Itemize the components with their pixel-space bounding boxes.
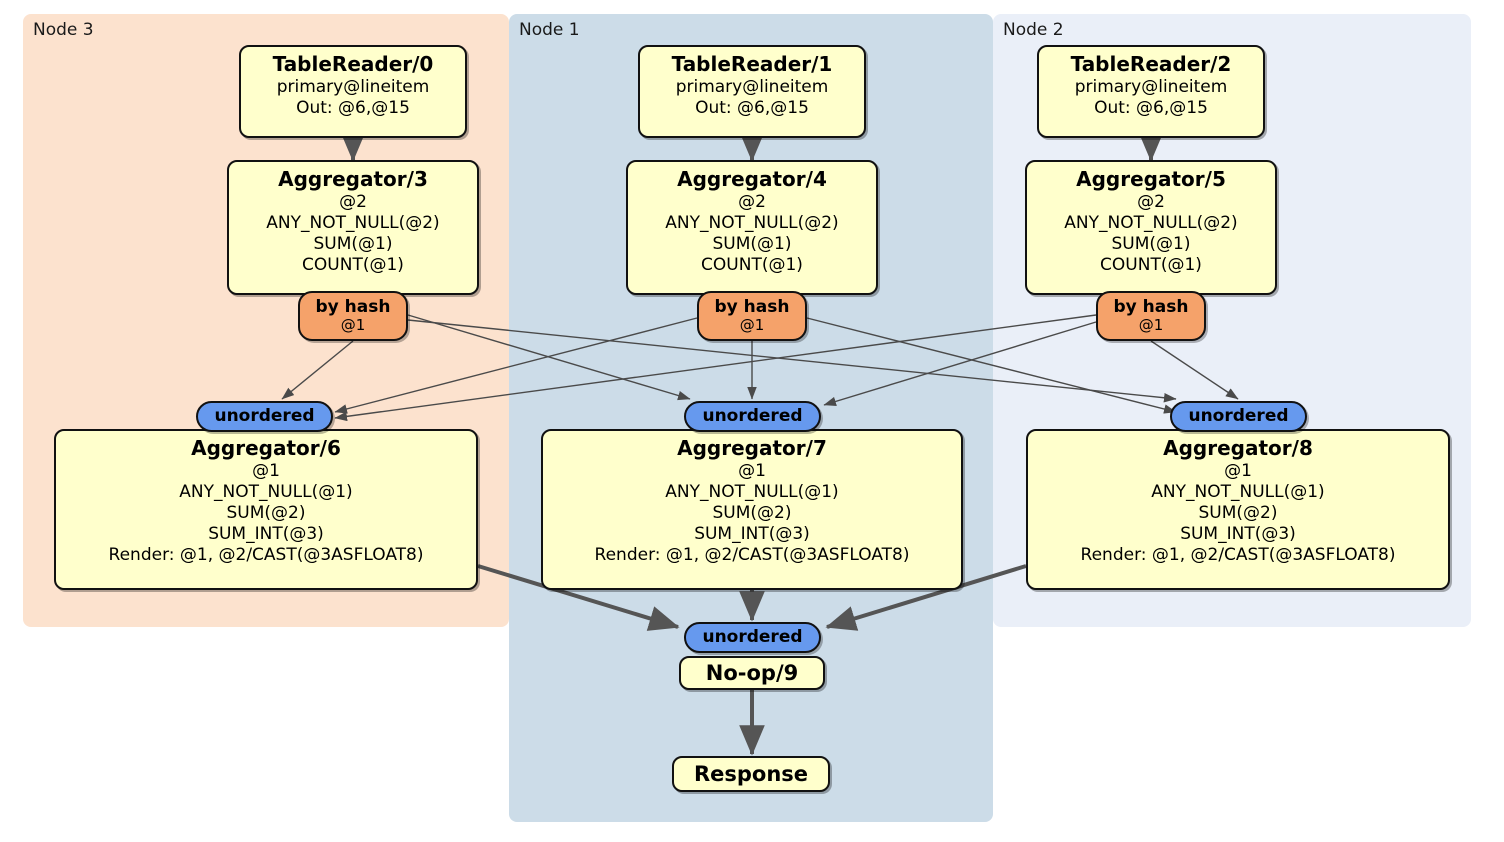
- processor-box-response[interactable]: Response: [672, 756, 830, 792]
- processor-detail-line: SUM(@1): [1111, 234, 1191, 254]
- stream-badge-unord7[interactable]: unordered: [684, 401, 821, 432]
- badge-label: unordered: [702, 406, 803, 426]
- processor-detail-line: SUM_INT(@3): [1180, 524, 1296, 544]
- stream-badge-unord6[interactable]: unordered: [196, 401, 333, 432]
- processor-detail-line: @1: [252, 461, 280, 481]
- badge-label: unordered: [1188, 406, 1289, 426]
- processor-title: Aggregator/8: [1163, 436, 1313, 460]
- node-label-node1: Node 1: [519, 20, 580, 40]
- processor-box-noop9[interactable]: No-op/9: [679, 656, 825, 690]
- processor-detail-line: primary@lineitem: [276, 77, 430, 97]
- processor-detail-line: SUM_INT(@3): [208, 524, 324, 544]
- processor-title: Aggregator/7: [677, 436, 827, 460]
- processor-detail-line: Render: @1, @2/CAST(@3ASFLOAT8): [1080, 545, 1396, 565]
- processor-detail-line: primary@lineitem: [675, 77, 829, 97]
- processor-detail-line: ANY_NOT_NULL(@1): [1151, 482, 1325, 502]
- stream-badge-unord9[interactable]: unordered: [684, 622, 821, 653]
- processor-detail-line: ANY_NOT_NULL(@2): [665, 213, 839, 233]
- processor-detail-line: @2: [738, 192, 766, 212]
- processor-detail-line: SUM(@2): [226, 503, 306, 523]
- processor-detail-line: ANY_NOT_NULL(@1): [665, 482, 839, 502]
- processor-detail-line: Out: @6,@15: [296, 98, 410, 118]
- processor-detail-line: SUM(@2): [1198, 503, 1278, 523]
- processor-detail-line: primary@lineitem: [1074, 77, 1228, 97]
- badge-label: by hash: [714, 297, 790, 317]
- processor-detail-line: SUM_INT(@3): [694, 524, 810, 544]
- node-label-node3: Node 3: [33, 20, 94, 40]
- badge-sublabel: @1: [1138, 316, 1164, 334]
- processor-detail-line: Out: @6,@15: [695, 98, 809, 118]
- processor-detail-line: SUM(@2): [712, 503, 792, 523]
- processor-title: TableReader/0: [272, 52, 434, 76]
- processor-detail-line: @2: [339, 192, 367, 212]
- processor-detail-line: ANY_NOT_NULL(@2): [1064, 213, 1238, 233]
- badge-label: by hash: [1113, 297, 1189, 317]
- processor-detail-line: SUM(@1): [712, 234, 792, 254]
- node-label-node2: Node 2: [1003, 20, 1064, 40]
- processor-title: TableReader/1: [671, 52, 833, 76]
- processor-detail-line: @1: [1224, 461, 1252, 481]
- processor-detail-line: COUNT(@1): [302, 255, 404, 275]
- badge-label: unordered: [214, 406, 315, 426]
- badge-sublabel: @1: [340, 316, 366, 334]
- processor-title: Aggregator/6: [191, 436, 341, 460]
- processor-detail-line: SUM(@1): [313, 234, 393, 254]
- processor-detail-line: COUNT(@1): [1100, 255, 1202, 275]
- processor-title: Aggregator/3: [278, 167, 428, 191]
- stream-badge-hash5[interactable]: by hash@1: [1096, 291, 1206, 341]
- processor-title: Aggregator/4: [677, 167, 827, 191]
- badge-sublabel: @1: [739, 316, 765, 334]
- badge-label: unordered: [702, 627, 803, 647]
- processor-title: No-op/9: [705, 661, 799, 685]
- processor-detail-line: ANY_NOT_NULL(@1): [179, 482, 353, 502]
- badge-label: by hash: [315, 297, 391, 317]
- stream-badge-hash3[interactable]: by hash@1: [298, 291, 408, 341]
- stream-badge-hash4[interactable]: by hash@1: [697, 291, 807, 341]
- processor-title: TableReader/2: [1070, 52, 1232, 76]
- processor-title: Response: [693, 762, 809, 786]
- processor-detail-line: Out: @6,@15: [1094, 98, 1208, 118]
- processor-detail-line: Render: @1, @2/CAST(@3ASFLOAT8): [594, 545, 910, 565]
- processor-detail-line: @1: [738, 461, 766, 481]
- processor-detail-line: Render: @1, @2/CAST(@3ASFLOAT8): [108, 545, 424, 565]
- processor-detail-line: COUNT(@1): [701, 255, 803, 275]
- processor-detail-line: @2: [1137, 192, 1165, 212]
- processor-detail-line: ANY_NOT_NULL(@2): [266, 213, 440, 233]
- processor-title: Aggregator/5: [1076, 167, 1226, 191]
- stream-badge-unord8[interactable]: unordered: [1170, 401, 1307, 432]
